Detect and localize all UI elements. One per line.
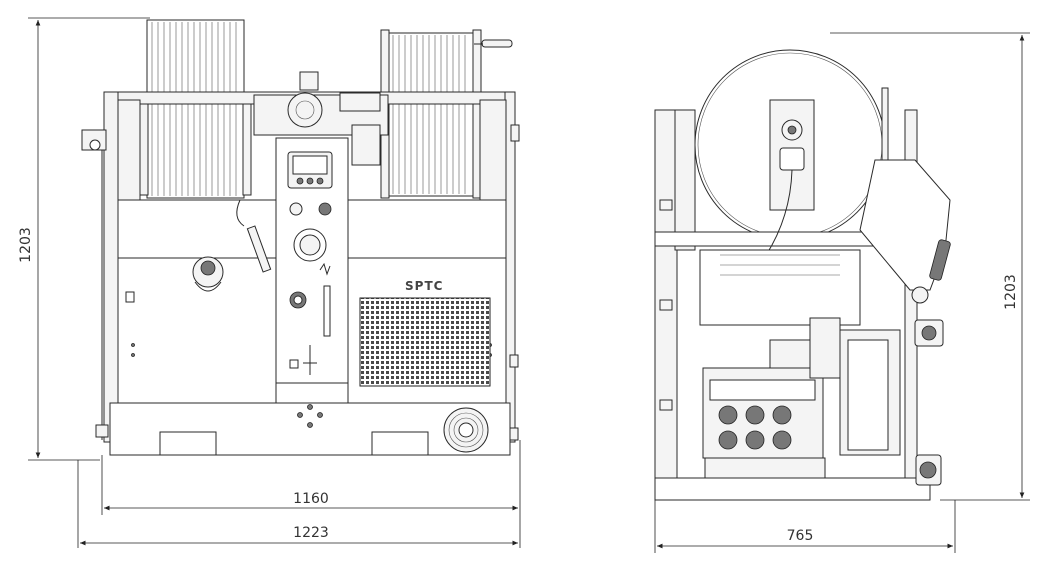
control-panel bbox=[275, 137, 349, 384]
side-pump bbox=[702, 317, 841, 459]
front-view: SPTC bbox=[81, 19, 520, 456]
front-outer-width-label: 1223 bbox=[293, 525, 329, 541]
radiator-grille bbox=[359, 297, 491, 387]
side-width-label: 765 bbox=[787, 528, 814, 544]
side-height-label: 1203 bbox=[1003, 274, 1019, 310]
hose-reel-outlet bbox=[443, 407, 489, 453]
front-inner-width-label: 1160 bbox=[293, 491, 329, 507]
side-view bbox=[654, 49, 951, 501]
brand-logo-text: SPTC bbox=[405, 279, 443, 293]
right-hose-reel bbox=[380, 29, 513, 199]
front-dimensions: 1203 1160 1223 bbox=[18, 17, 521, 548]
left-hose-reel bbox=[139, 19, 252, 199]
side-dimensions: 1203 765 bbox=[654, 32, 1030, 553]
front-height-label: 1203 bbox=[18, 227, 34, 263]
side-hose-reel bbox=[694, 49, 889, 241]
